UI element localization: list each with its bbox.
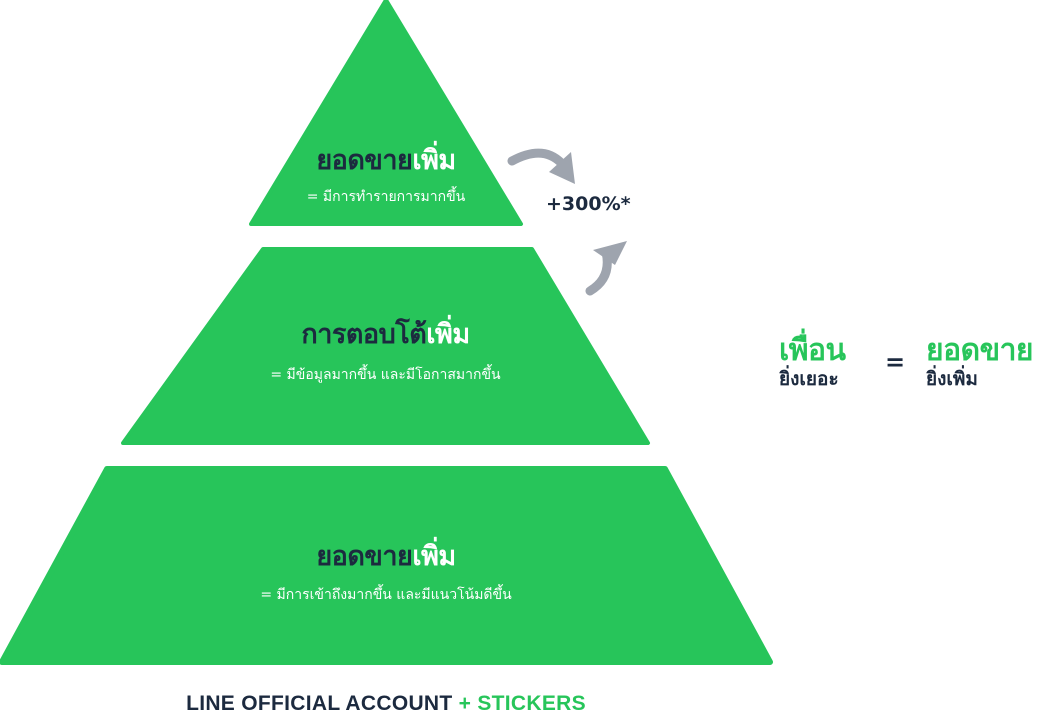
bottom-tier-title-dark: ยอดขาย [316, 541, 413, 572]
top-tier-subtitle: = มีการทำรายการมากขึ้น [306, 189, 466, 205]
equation-sign: = [885, 348, 906, 376]
equation-right-small: ยิ่งเพิ่ม [926, 368, 978, 390]
middle-tier-subtitle: = มีข้อมูลมากขึ้น และมีโอกาสมากขึ้น [270, 367, 501, 383]
equation-left-small: ยิ่งเยอะ [779, 368, 839, 390]
footer-caption: LINE OFFICIAL ACCOUNT + STICKERS [0, 692, 772, 716]
middle-tier-title-accent: เพิ่ม [426, 319, 470, 350]
footer-plus-stickers: + STICKERS [458, 692, 586, 715]
top-tier-title-accent: เพิ่ม [412, 145, 456, 176]
middle-tier-title: การตอบโต้เพิ่ม [123, 312, 648, 355]
bottom-tier-subtitle: = มีการเข้าถึงมากขึ้น และมีแนวโน้มดีขึ้น [260, 587, 512, 603]
curved-arrow-icon-upper [507, 148, 575, 184]
pyramid-tier-bottom [0, 466, 773, 665]
pyramid-tier-top [249, 0, 523, 226]
top-tier-title-dark: ยอดขาย [316, 145, 413, 176]
equation-left-big: เพื่อน [779, 333, 846, 368]
equation-left: เพื่อน ยิ่งเยอะ [779, 333, 846, 391]
equation-right: ยอดขาย ยิ่งเพิ่ม [926, 333, 1034, 391]
equation-right-big: ยอดขาย [926, 333, 1034, 368]
bottom-tier-title-accent: เพิ่ม [412, 541, 456, 572]
growth-label: +300%* [546, 193, 631, 215]
footer-brand: LINE OFFICIAL ACCOUNT [186, 692, 453, 715]
pyramid-tier-middle [121, 247, 650, 445]
top-tier-title: ยอดขายเพิ่ม [251, 138, 521, 181]
middle-tier-title-dark: การตอบโต้ [301, 319, 427, 350]
curved-arrow-icon-lower [585, 241, 627, 296]
bottom-tier-title: ยอดขายเพิ่ม [2, 534, 770, 577]
